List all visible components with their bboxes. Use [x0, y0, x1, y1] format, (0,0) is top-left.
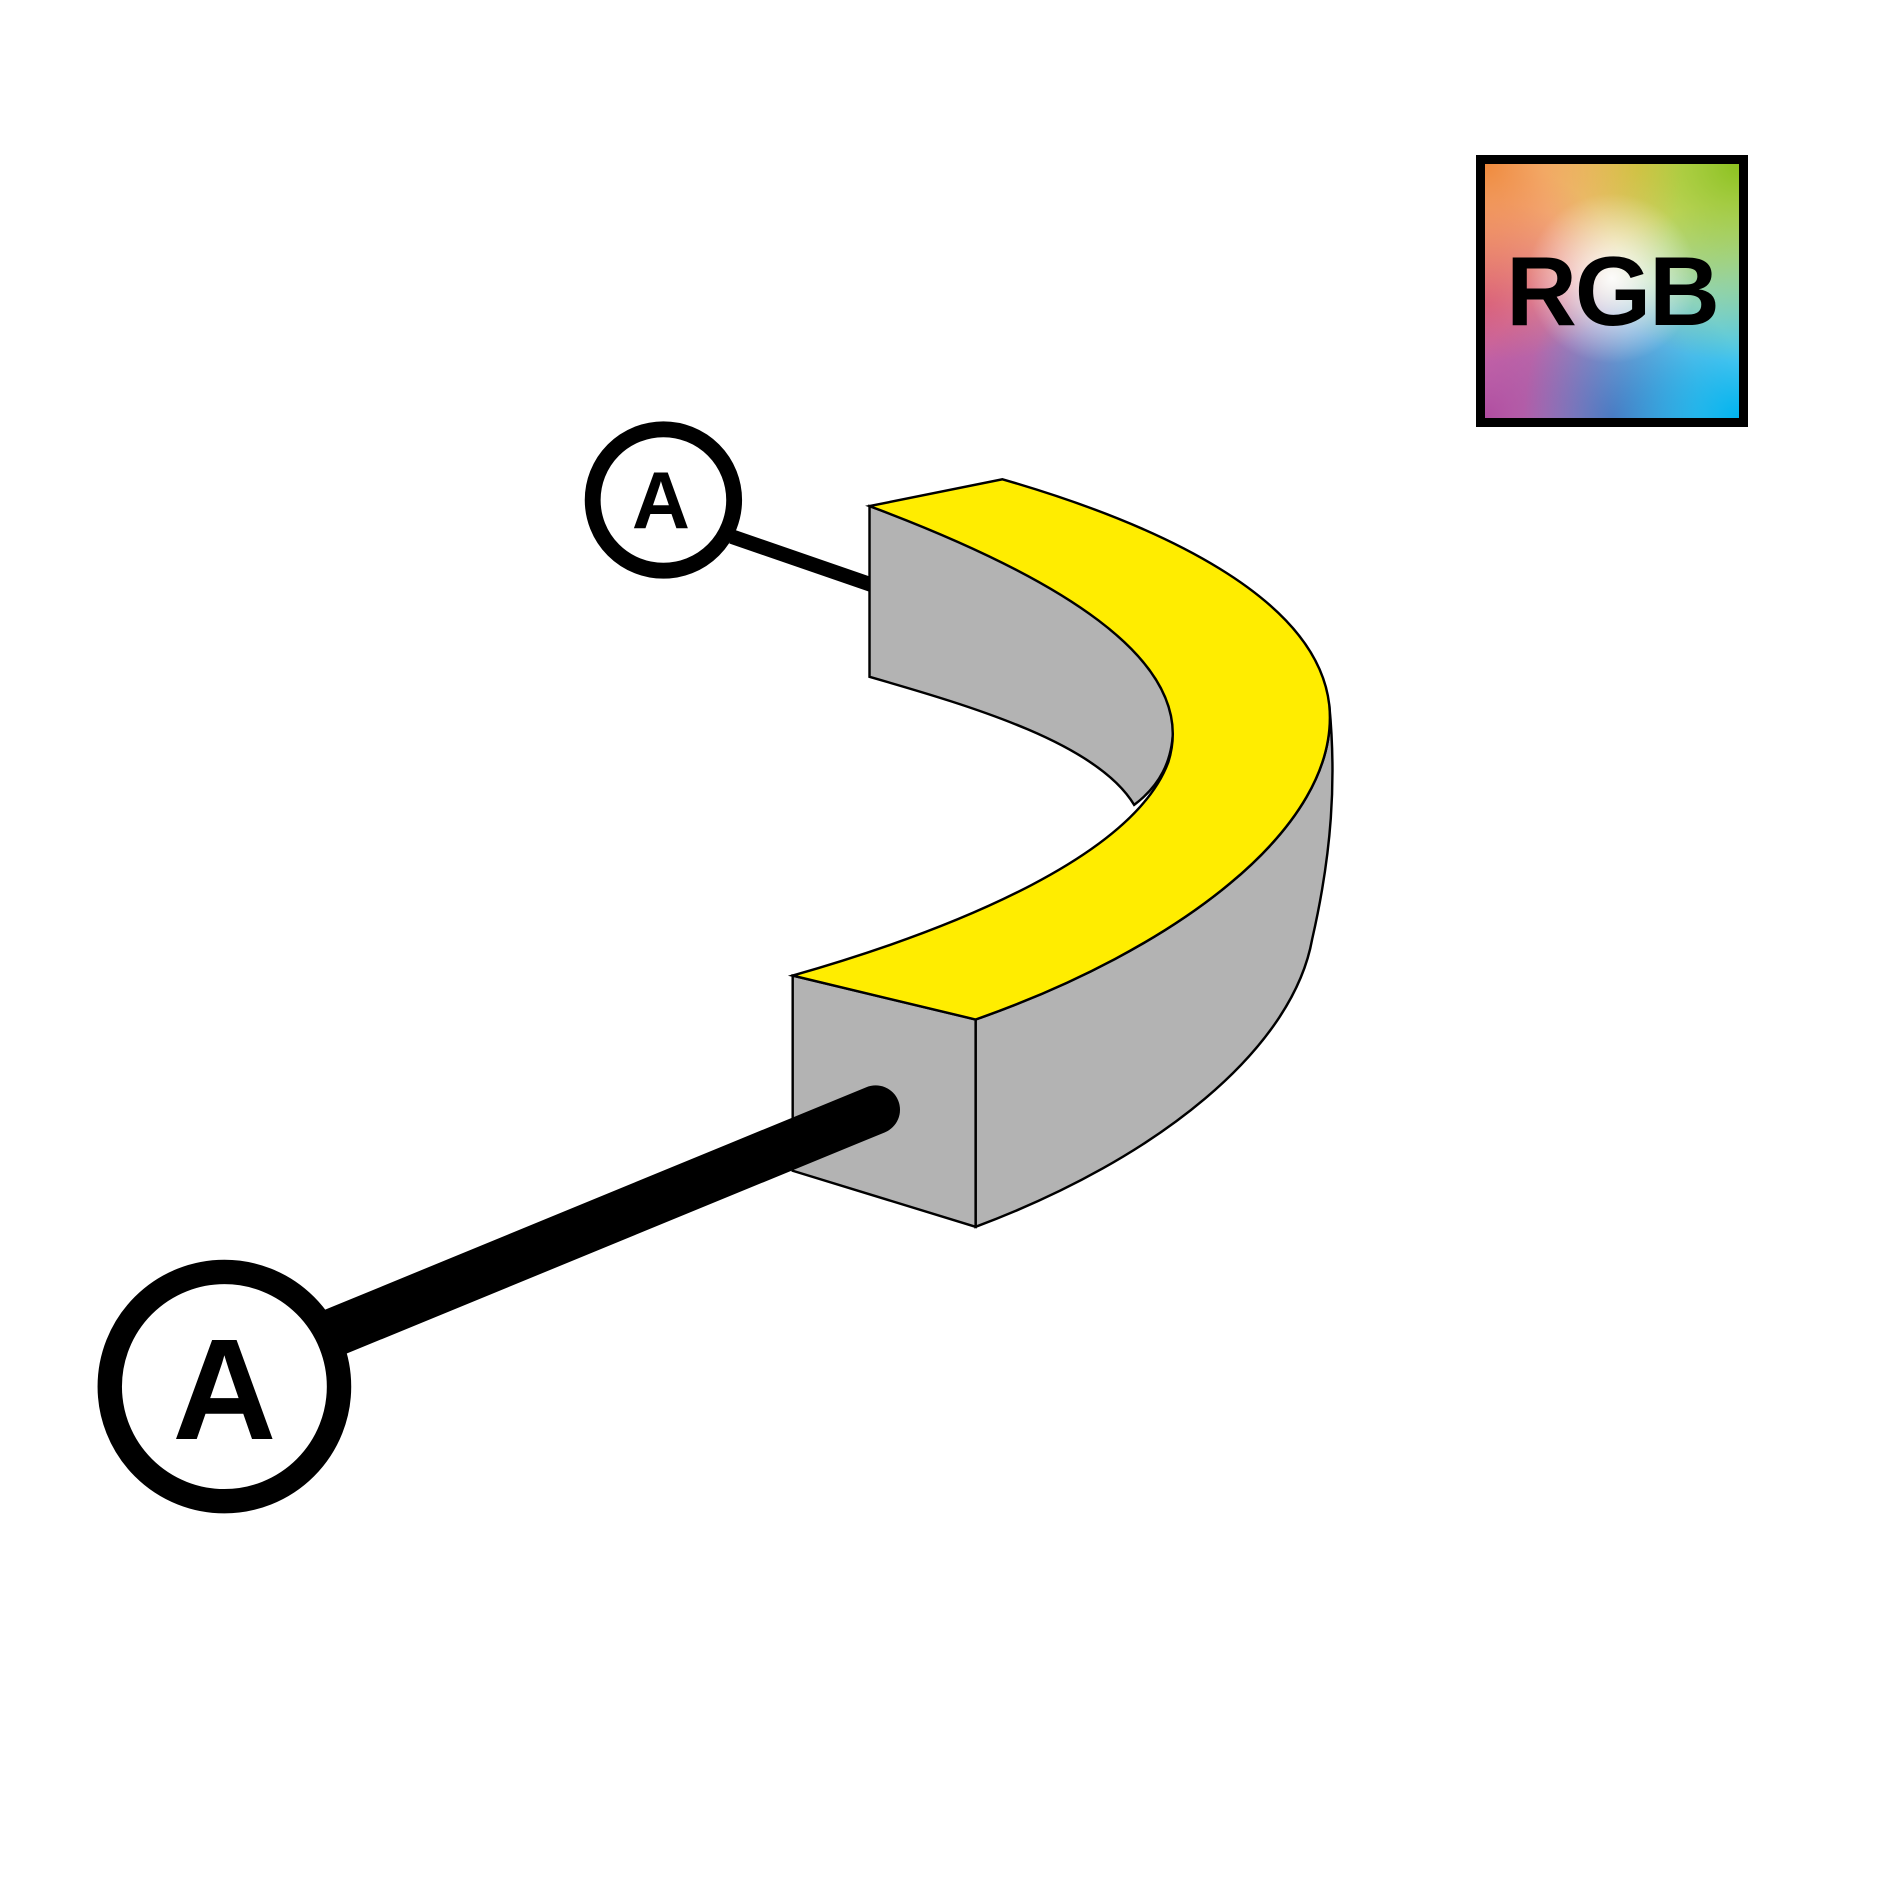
rgb-badge-label: RGB — [1506, 235, 1720, 346]
strip-top-face — [787, 478, 1332, 1021]
callout-a-small-label: A — [632, 456, 690, 546]
callout-a-small: A — [584, 421, 743, 579]
callout-a-large-label: A — [172, 1310, 276, 1470]
callout-a-large: A — [97, 1259, 352, 1514]
cable — [302, 1085, 900, 1360]
callout-leader-small — [729, 529, 876, 593]
rgb-badge: RGB — [1476, 155, 1748, 427]
